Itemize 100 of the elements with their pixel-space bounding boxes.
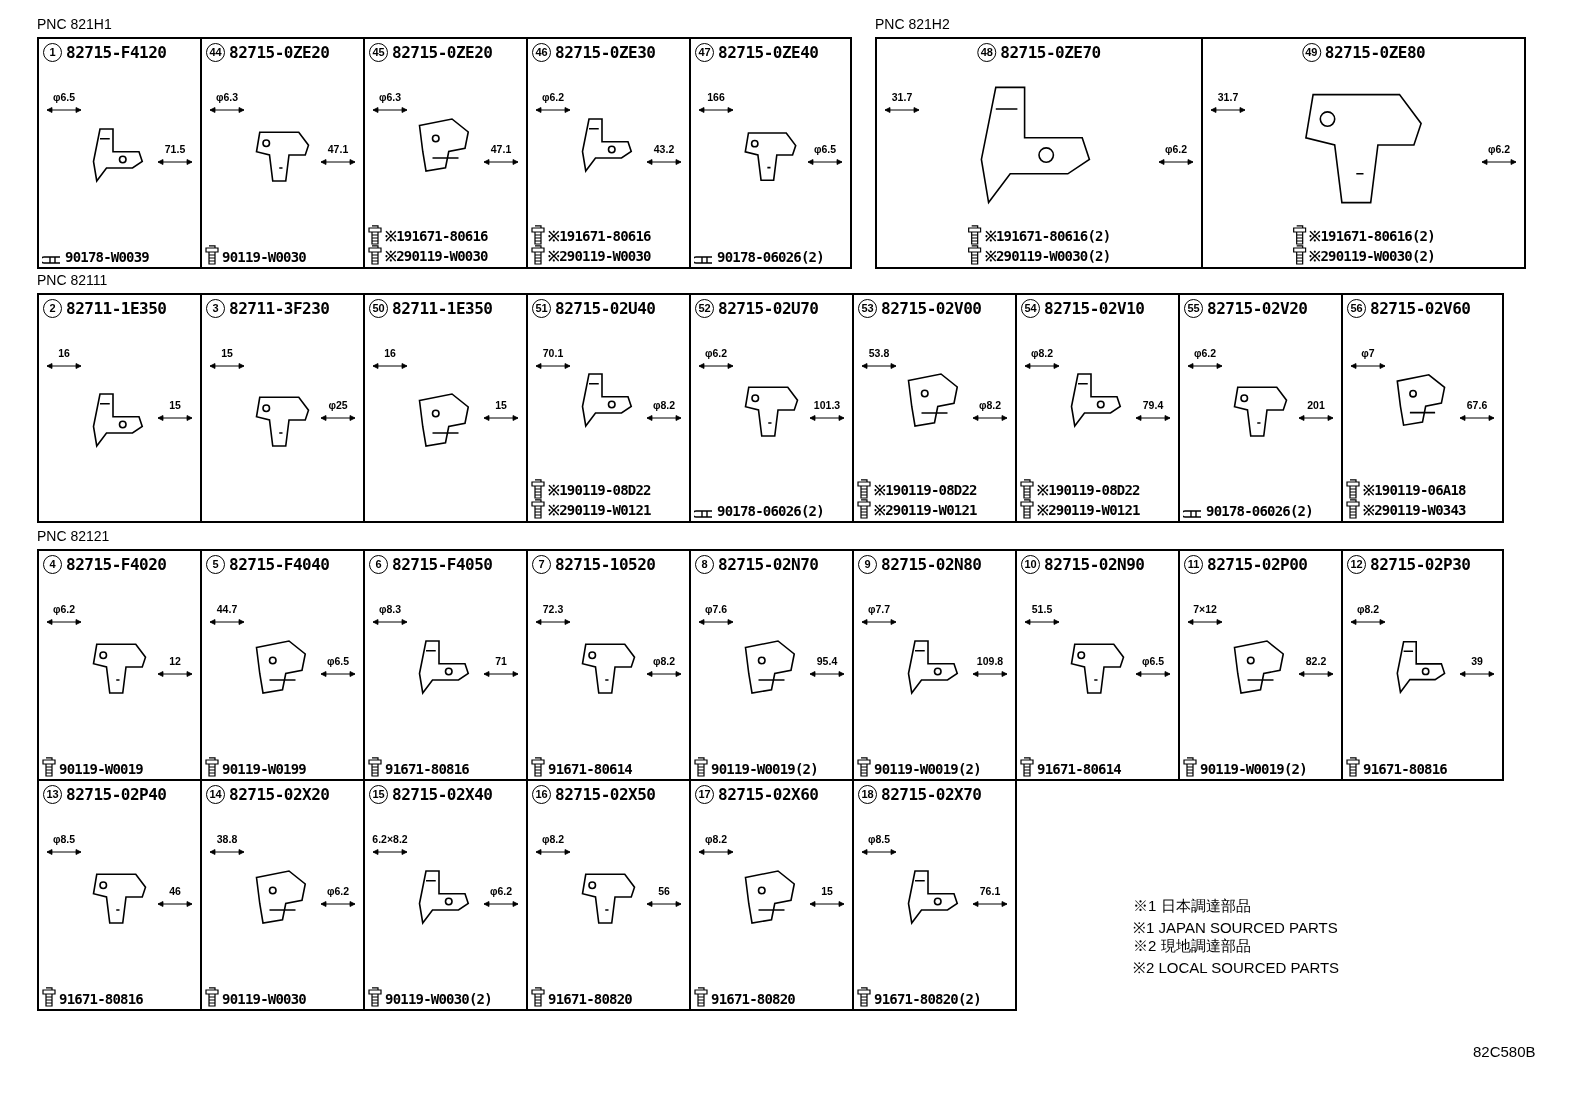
part-cell	[1015, 293, 1180, 523]
part-number: 82715-0ZE20	[392, 43, 493, 62]
part-number: 82715-10520	[555, 555, 656, 574]
part-cell	[1178, 549, 1343, 781]
dimension-label: 44.7	[216, 603, 238, 615]
part-number: 82715-F4020	[66, 555, 167, 574]
part-number: 82715-F4120	[66, 43, 167, 62]
fastener-part-number: 90119-W0019(2)	[1200, 761, 1307, 777]
part-cell	[1178, 293, 1343, 523]
fastener-part-number: 90119-W0030	[222, 249, 306, 265]
part-number: 82715-02P30	[1370, 555, 1471, 574]
part-number: 82715-02N80	[881, 555, 982, 574]
dimension-label: φ6.2	[704, 347, 728, 359]
dimension-label: φ7	[1361, 347, 1375, 359]
dimension-label: φ8.3	[378, 603, 402, 615]
dimension-label: φ8.2	[652, 655, 676, 667]
fastener-part-number: 91671-80816	[385, 761, 469, 777]
part-cell	[1201, 37, 1526, 269]
part-number: 82715-02P40	[66, 785, 167, 804]
note-text: ※1 日本調達部品	[1133, 897, 1251, 916]
note-text: ※2 現地調達部品	[1133, 937, 1251, 956]
dimension-label: φ8.2	[1030, 347, 1054, 359]
dimension-label: φ6.2	[489, 885, 513, 897]
part-cell	[200, 293, 365, 523]
part-cell	[1341, 293, 1504, 523]
fastener-part-number: 90178-06026(2)	[717, 503, 824, 519]
section-heading: PNC 821H1	[37, 16, 112, 32]
fastener-part-number: 91671-80820	[548, 991, 632, 1007]
dimension-label: φ6.5	[1141, 655, 1165, 667]
fastener-part-number: 91671-80820	[711, 991, 795, 1007]
part-cell	[37, 779, 202, 1011]
dimension-label: 38.8	[216, 833, 238, 845]
part-number: 82715-02X40	[392, 785, 493, 804]
part-number: 82715-02N70	[718, 555, 819, 574]
dimension-label: 16	[384, 347, 396, 359]
part-number: 82711-1E350	[66, 299, 167, 318]
part-number: 82715-02V60	[1370, 299, 1471, 318]
part-number: 82715-0ZE20	[229, 43, 330, 62]
fastener-part-number: ※190119-08D22	[548, 481, 651, 499]
dimension-label: 31.7	[891, 91, 913, 103]
fastener-part-number: 90178-06026(2)	[717, 249, 824, 265]
part-cell	[200, 37, 365, 269]
dimension-label: 71	[495, 655, 507, 667]
part-cell	[363, 37, 528, 269]
part-number: 82715-0ZE70	[1000, 43, 1101, 62]
dimension-label: 71.5	[164, 143, 186, 155]
fastener-part-number: ※290119-W0343	[1363, 501, 1466, 519]
note-text: ※1 JAPAN SOURCED PARTS	[1133, 918, 1338, 937]
part-number: 82715-02X70	[881, 785, 982, 804]
dimension-label: 47.1	[490, 143, 512, 155]
dimension-label: 15	[495, 399, 507, 411]
part-number: 82715-02N90	[1044, 555, 1145, 574]
section-heading: PNC 82121	[37, 528, 110, 544]
fastener-part-number: ※290119-W0030(2)	[1309, 247, 1435, 265]
dimension-label: 51.5	[1031, 603, 1053, 615]
part-cell	[852, 293, 1017, 523]
fastener-part-number: ※290119-W0121	[548, 501, 651, 519]
dimension-label: φ6.2	[1164, 143, 1188, 155]
fastener-part-number: ※290119-W0030(2)	[984, 247, 1111, 265]
fastener-part-number: ※191671-80616	[385, 227, 488, 245]
drawing-code: 82C580B	[1473, 1043, 1536, 1060]
fastener-part-number: ※190119-08D22	[874, 481, 977, 499]
dimension-label: 79.4	[1142, 399, 1164, 411]
fastener-part-number: 91671-80614	[1037, 761, 1121, 777]
part-cell	[689, 293, 854, 523]
part-number: 82715-02P00	[1207, 555, 1308, 574]
part-cell	[1015, 549, 1180, 781]
dimension-label: φ6.2	[52, 603, 76, 615]
dimension-label: 7×12	[1193, 603, 1217, 615]
part-number: 82715-02X50	[555, 785, 656, 804]
dimension-label: 16	[58, 347, 70, 359]
fastener-part-number: ※191671-80616(2)	[1309, 227, 1435, 245]
part-cell	[689, 37, 852, 269]
dimension-label: φ6.2	[326, 885, 350, 897]
dimension-label: φ8.5	[867, 833, 891, 845]
part-cell	[526, 293, 691, 523]
dimension-label: φ8.2	[652, 399, 676, 411]
fastener-part-number: 90119-W0199	[222, 761, 306, 777]
fastener-part-number: ※191671-80616(2)	[984, 227, 1111, 245]
dimension-label: φ6.5	[326, 655, 350, 667]
part-number: 82715-0ZE30	[555, 43, 656, 62]
dimension-label: φ7.6	[704, 603, 728, 615]
part-number: 82711-1E350	[392, 299, 493, 318]
fastener-part-number: ※190119-06A18	[1363, 481, 1466, 499]
fastener-part-number: ※190119-08D22	[1037, 481, 1140, 499]
dimension-label: 101.3	[813, 399, 841, 411]
dimension-label: 6.2×8.2	[372, 833, 408, 845]
fastener-part-number: ※290119-W0121	[1037, 501, 1140, 519]
part-number: 82715-F4050	[392, 555, 493, 574]
part-number: 82715-02V00	[881, 299, 982, 318]
fastener-part-number: ※290119-W0121	[874, 501, 977, 519]
part-number: 82715-02U70	[718, 299, 819, 318]
part-number: 82715-F4040	[229, 555, 330, 574]
part-cell	[852, 779, 1017, 1011]
fastener-part-number: ※290119-W0030	[385, 247, 488, 265]
fastener-part-number: ※290119-W0030	[548, 247, 651, 265]
dimension-label: φ8.2	[1356, 603, 1380, 615]
part-number: 82711-3F230	[229, 299, 330, 318]
dimension-label: φ6.5	[52, 91, 76, 103]
dimension-label: 166	[707, 91, 725, 103]
